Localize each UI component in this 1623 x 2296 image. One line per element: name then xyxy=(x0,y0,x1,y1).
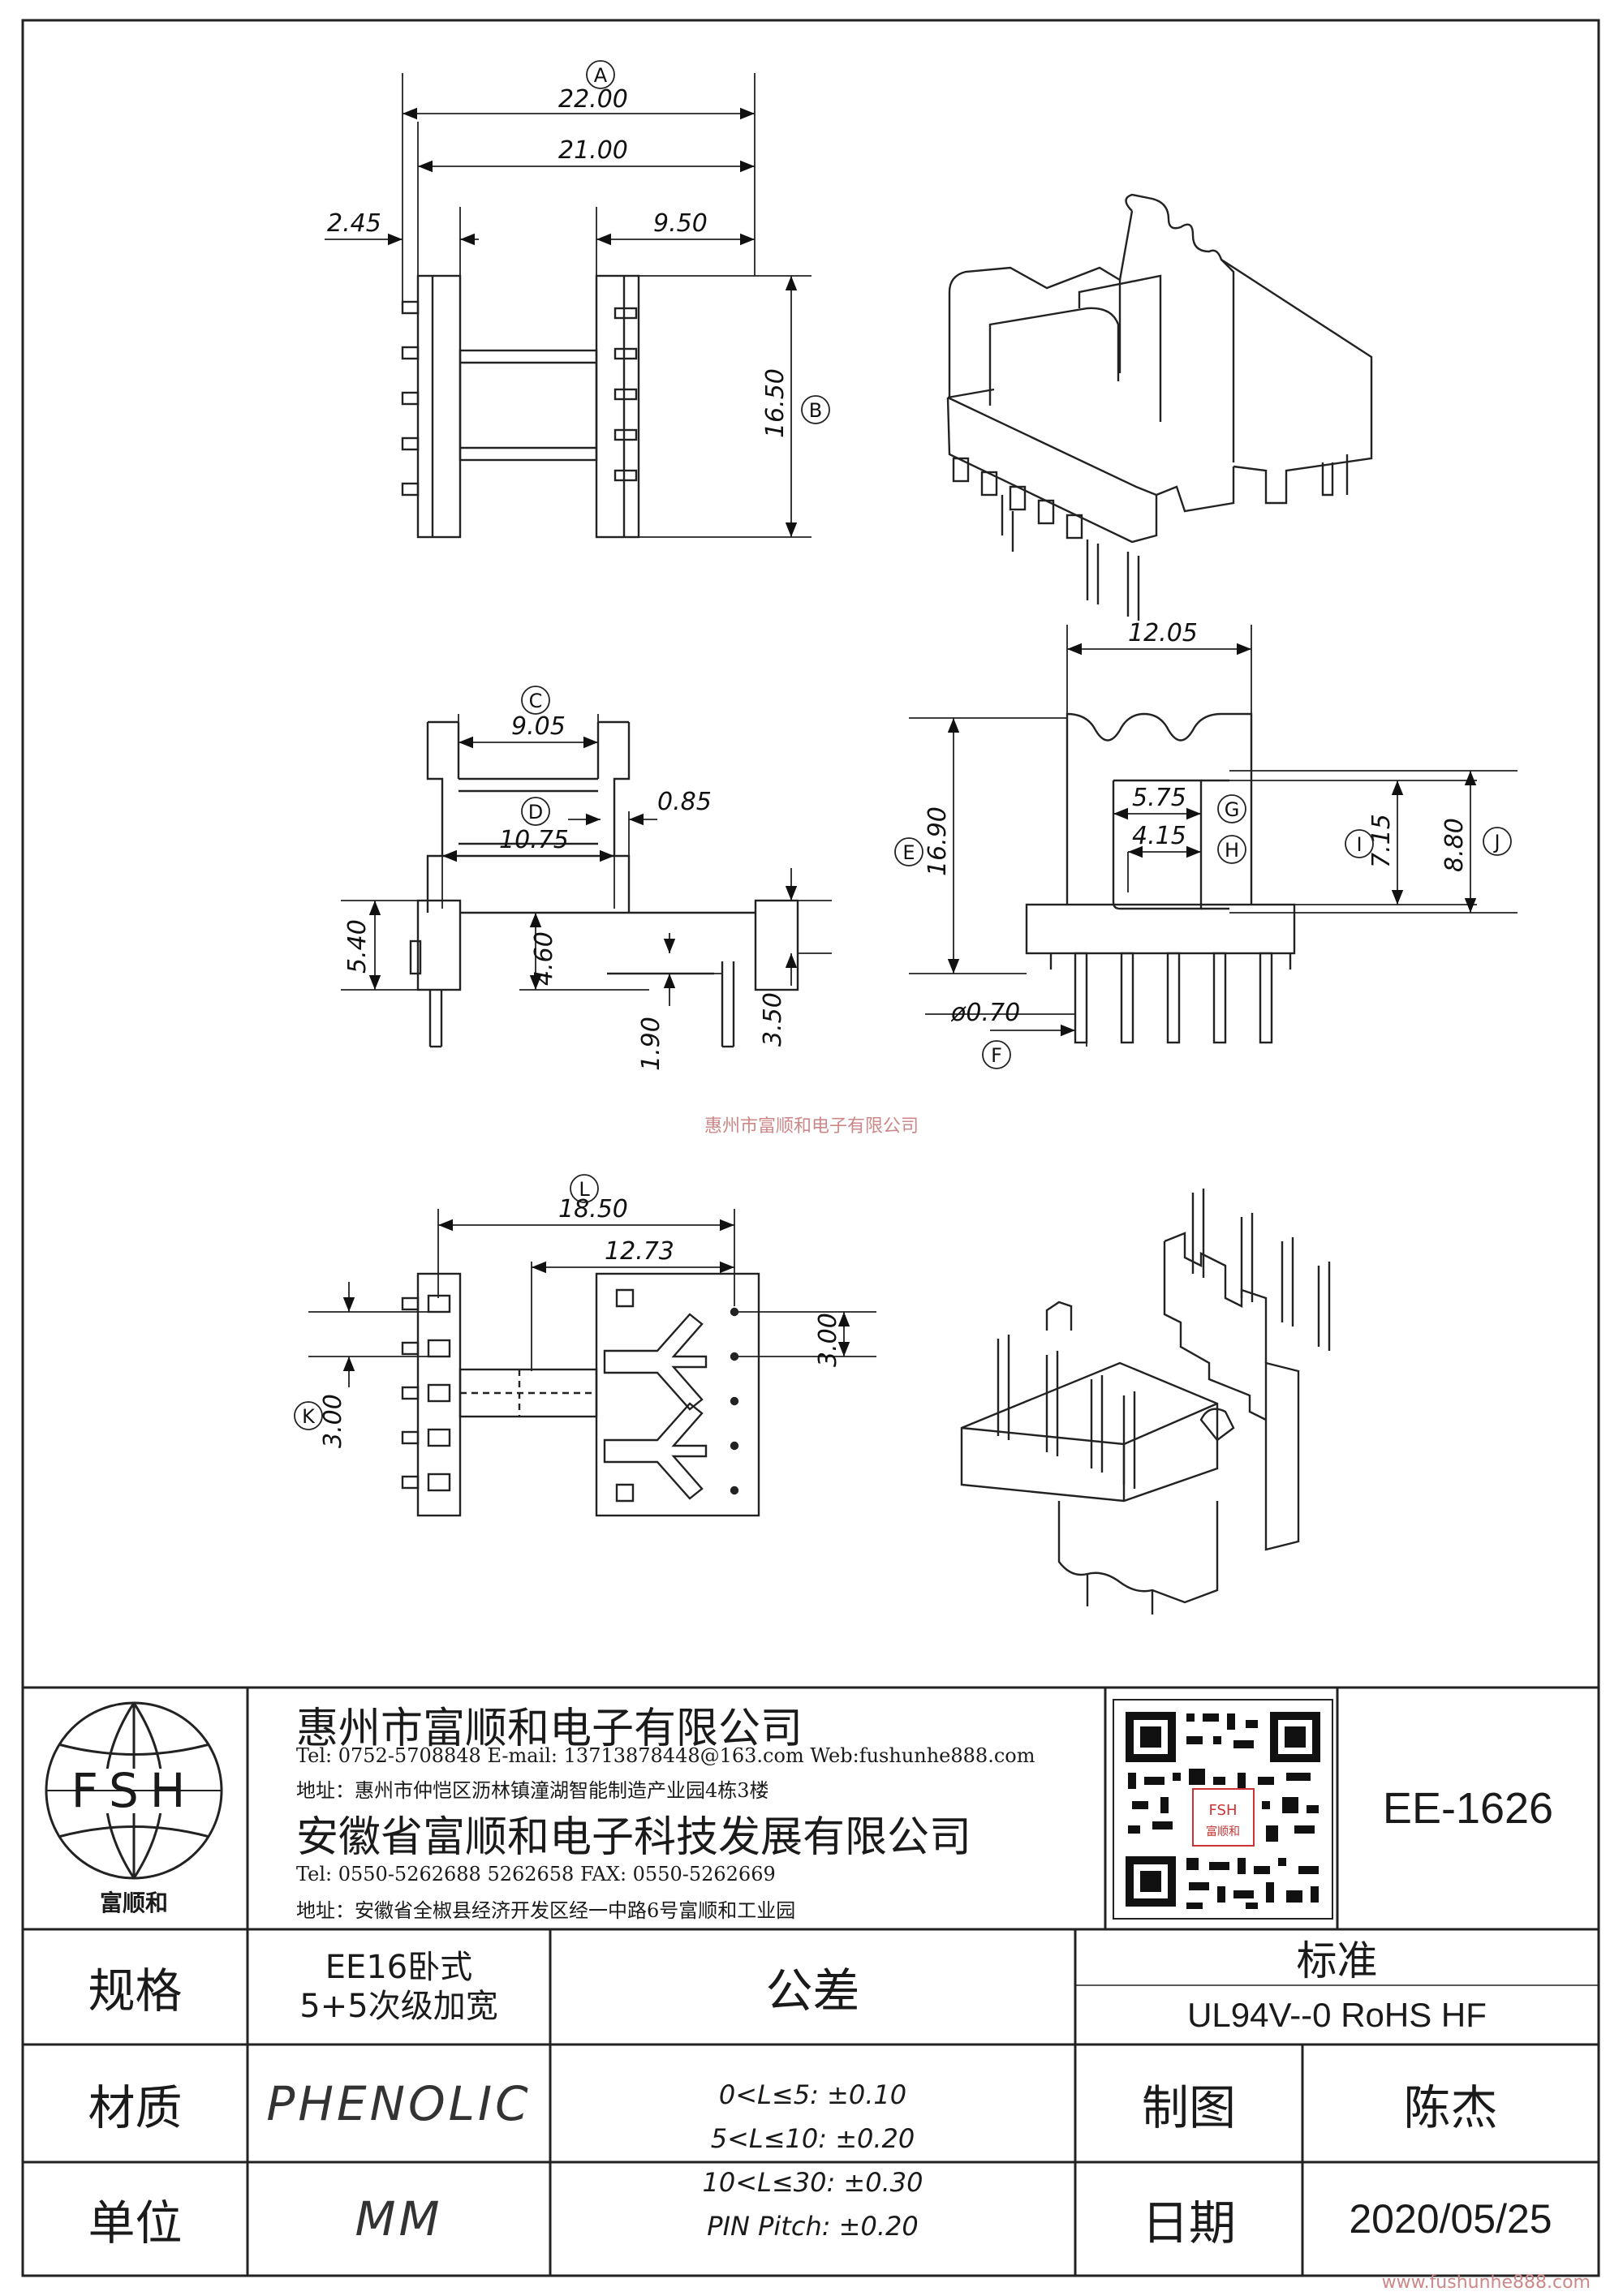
company2-contact: Tel: 0550-5262688 5262658 FAX: 0550-5262… xyxy=(296,1863,776,1885)
company2-address: 地址：安徽省全椒县经济开发区经一中路6号富顺和工业园 xyxy=(296,1899,796,1922)
company1-address: 地址：惠州市仲恺区沥林镇潼湖智能制造产业园4栋3楼 xyxy=(296,1779,769,1802)
view-front xyxy=(409,720,799,1048)
dim-1205-value: 12.05 xyxy=(1128,619,1198,647)
company1-contact: Tel: 0752-5708848 E-mail: 13713878448@16… xyxy=(296,1744,1035,1767)
circle-label-B: B xyxy=(809,399,822,422)
tolerance-label: 公差 xyxy=(765,1963,860,2019)
circle-label-G: G xyxy=(1225,798,1240,821)
dim-1273-value: 12.73 xyxy=(605,1237,674,1266)
circle-label-I: I xyxy=(1356,833,1362,856)
drawer-value: 陈杰 xyxy=(1403,2079,1498,2135)
footer-url: www.fushunhe888.com xyxy=(1382,2272,1591,2293)
tolerance-row-2: 5<L≤10: ±0.20 xyxy=(710,2122,915,2154)
dim-A-value: 22.00 xyxy=(558,85,628,114)
date-value: 2020/05/25 xyxy=(1349,2196,1552,2242)
circle-label-K: K xyxy=(302,1405,316,1428)
circle-label-D: D xyxy=(528,801,543,823)
watermark-text: 惠州市富顺和电子有限公司 xyxy=(704,1116,919,1137)
circle-label-H: H xyxy=(1225,839,1239,862)
view-bottom xyxy=(401,1272,760,1517)
spec-value-line1: EE16卧式 xyxy=(325,1949,473,1986)
tolerance-row-3: 10<L≤30: ±0.30 xyxy=(702,2166,923,2198)
qr-logo-letters: FSH xyxy=(1209,1802,1238,1819)
view-side xyxy=(1025,712,1296,1044)
standard-value: UL94V--0 RoHS HF xyxy=(1187,1995,1487,2034)
dim-H-value: 4.15 xyxy=(1132,822,1186,850)
circle-label-F: F xyxy=(991,1044,1002,1067)
dim-B-value: 16.50 xyxy=(761,368,790,438)
dim-350-value: 3.50 xyxy=(759,992,787,1047)
circle-label-J: J xyxy=(1492,831,1500,853)
dim-G-value: 5.75 xyxy=(1132,784,1186,812)
drawer-label: 制图 xyxy=(1141,2079,1236,2135)
material-value: PHENOLIC xyxy=(266,2075,532,2131)
circle-label-A: A xyxy=(594,64,608,87)
dim-K-value: 3.00 xyxy=(319,1394,347,1448)
material-label: 材质 xyxy=(88,2079,183,2135)
dim-950-value: 9.50 xyxy=(653,209,708,238)
iso-view-top xyxy=(946,193,1373,621)
circle-label-C: C xyxy=(529,690,543,712)
tolerance-row-4: PIN Pitch: ±0.20 xyxy=(707,2210,919,2242)
iso-view-bottom xyxy=(960,1189,1331,1615)
dim-245-value: 2.45 xyxy=(327,209,381,238)
dim-190-value: 1.90 xyxy=(637,1017,665,1071)
date-label: 日期 xyxy=(1141,2195,1236,2251)
company2-name: 安徽省富顺和电子科技发展有限公司 xyxy=(296,1813,972,1862)
dim-540-value: 5.40 xyxy=(343,919,372,974)
dim-460-value: 4.60 xyxy=(530,931,558,986)
tolerance-list: 0<L≤5: ±0.10 5<L≤10: ±0.20 10<L≤30: ±0.3… xyxy=(550,2044,1075,2276)
unit-label: 单位 xyxy=(88,2195,183,2251)
tolerance-row-1: 0<L≤5: ±0.10 xyxy=(718,2079,907,2110)
dim-300b-value: 3.00 xyxy=(814,1313,842,1367)
spec-value: EE16卧式 5+5次级加宽 xyxy=(248,1929,550,2044)
logo-name: 富顺和 xyxy=(100,1890,168,1916)
qr-code-icon: FSH 富顺和 xyxy=(1113,1699,1333,1920)
dim-I-value: 7.15 xyxy=(1367,814,1396,868)
dim-21-value: 21.00 xyxy=(558,136,628,165)
circle-label-E: E xyxy=(902,841,915,864)
circle-label-L: L xyxy=(579,1178,590,1201)
view-top xyxy=(401,274,640,539)
dim-F-value: ø0.70 xyxy=(950,999,1020,1027)
part-code: EE-1626 xyxy=(1382,1784,1554,1833)
dim-J-value: 8.80 xyxy=(1440,818,1469,872)
qr-logo-name: 富顺和 xyxy=(1206,1825,1240,1838)
spec-value-line2: 5+5次级加宽 xyxy=(299,1988,498,2025)
dim-085-value: 0.85 xyxy=(657,788,712,816)
standard-label: 标准 xyxy=(1296,1937,1378,1984)
sheet-border xyxy=(21,19,1600,2277)
dim-C-value: 9.05 xyxy=(511,712,566,741)
dim-E-value: 16.90 xyxy=(923,806,952,876)
logo-letters: FSH xyxy=(71,1763,197,1818)
unit-value: MM xyxy=(355,2191,443,2247)
company1-name: 惠州市富顺和电子有限公司 xyxy=(296,1705,803,1753)
dim-D-value: 10.75 xyxy=(499,826,569,854)
spec-label: 规格 xyxy=(88,1963,183,2019)
